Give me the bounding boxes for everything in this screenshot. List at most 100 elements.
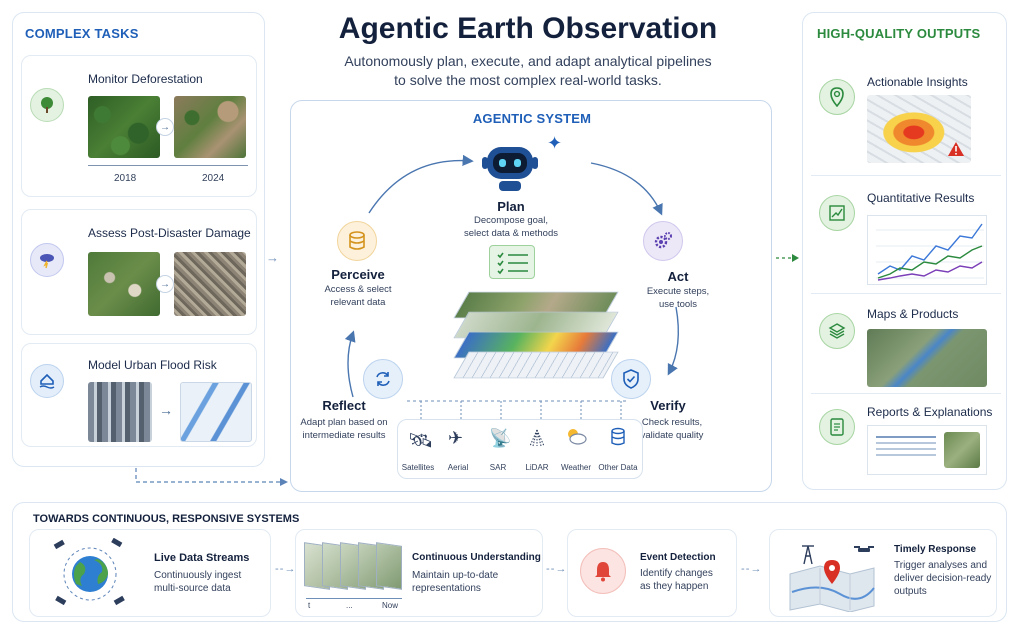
pre-disaster-image: [88, 252, 160, 316]
flood-house-icon: [30, 364, 64, 398]
line-chart-thumbnail: [867, 215, 987, 285]
agentic-system-title: AGENTIC SYSTEM: [472, 111, 592, 126]
arrow-right-icon: →: [159, 402, 173, 418]
perceive-desc-1: Access & select: [324, 284, 392, 295]
act-desc-2: use tools: [658, 299, 698, 310]
reflect-desc-1: Adapt plan based on: [300, 417, 388, 428]
forest-2018-image: [88, 96, 160, 158]
output-label-insights: Actionable Insights: [867, 75, 968, 89]
divider: [811, 393, 1001, 394]
task-label-flood-risk: Model Urban Flood Risk: [88, 358, 217, 372]
source-label-lidar: LiDAR: [525, 463, 549, 472]
task-card-post-disaster[interactable]: Assess Post-Disaster Damage →: [21, 209, 257, 335]
time-axis-start: t: [308, 601, 311, 610]
forest-2024-image: [174, 96, 246, 158]
divider: [811, 293, 1001, 294]
lidar-icon: [528, 428, 546, 453]
subtitle-line-1: Autonomously plan, execute, and adapt an…: [344, 53, 712, 69]
dashed-arrow-icon: - - →: [741, 563, 761, 575]
step-desc-timely-response-3: outputs: [894, 586, 927, 597]
step-desc-understanding-1: Maintain up-to-date: [412, 570, 499, 581]
globe-satellites-icon: [48, 537, 132, 610]
step-title-event-detection: Event Detection: [640, 552, 716, 563]
document-icon: [819, 409, 855, 445]
perceive-desc-2: relevant data: [330, 297, 386, 308]
step-card-event-detection[interactable]: Event Detection Identify changes as they…: [567, 529, 737, 617]
task-card-flood-risk[interactable]: Model Urban Flood Risk →: [21, 343, 257, 447]
refresh-icon: [363, 359, 403, 399]
step-desc-timely-response-1: Trigger analyses and: [894, 560, 988, 571]
step-desc-live-data-1: Continuously ingest: [154, 570, 242, 581]
reflect-desc-2: intermediate results: [302, 430, 386, 441]
source-label-other-data: Other Data: [598, 463, 638, 472]
robot-icon: [479, 139, 541, 195]
time-axis-end: Now: [382, 601, 399, 610]
dashed-arrow-icon: - - →: [546, 563, 566, 575]
output-card-quantitative[interactable]: Quantitative Results: [809, 179, 1001, 291]
agentic-system-panel: AGENTIC SYSTEM ✦ Plan Decompose goal, se…: [290, 100, 772, 492]
frame: [376, 542, 402, 590]
task-card-deforestation[interactable]: Monitor Deforestation → 2018 2024: [21, 55, 257, 197]
verify-title: Verify: [650, 398, 686, 413]
continuous-systems-panel: TOWARDS CONTINUOUS, RESPONSIVE SYSTEMS L…: [12, 502, 1007, 622]
step-card-live-data[interactable]: Live Data Streams Continuously ingest mu…: [29, 529, 271, 617]
task-label-deforestation: Monitor Deforestation: [88, 72, 203, 86]
outputs-panel: HIGH-QUALITY OUTPUTS Actionable Insights…: [802, 12, 1007, 490]
step-title-live-data: Live Data Streams: [154, 552, 250, 564]
time-axis: [306, 598, 402, 599]
satellite-icon: 🛰: [408, 430, 434, 452]
stacked-frames-icon: [304, 542, 404, 594]
plan-desc-1: Decompose goal,: [474, 215, 548, 226]
plan-desc-2: select data & methods: [464, 228, 558, 239]
source-label-sar: SAR: [489, 463, 507, 472]
output-label-reports: Reports & Explanations: [867, 405, 993, 419]
bell-alert-icon: [580, 548, 626, 594]
output-label-quantitative: Quantitative Results: [867, 191, 975, 205]
data-sources-bar: 🛰 ✈ 📡 Satellites Aerial SAR LiDAR Weathe…: [397, 419, 643, 479]
arrow-right-icon: →: [156, 275, 174, 293]
storm-cloud-icon: [30, 243, 64, 277]
layer-grid: [453, 351, 619, 379]
source-feed-lines: [407, 400, 627, 421]
output-card-reports[interactable]: Reports & Explanations: [809, 397, 1001, 483]
verify-desc-1: Check results,: [641, 417, 703, 428]
map-pin-icon: [819, 79, 855, 115]
arrow-tasks-to-system: →: [266, 250, 279, 265]
dashed-connector-outputs: [776, 254, 799, 262]
radar-dish-icon: 📡: [489, 428, 512, 448]
weather-icon: [564, 426, 588, 451]
output-card-insights[interactable]: Actionable Insights: [809, 61, 1001, 173]
layers-icon: [819, 313, 855, 349]
step-desc-timely-response-2: deliver decision-ready: [894, 573, 992, 584]
output-card-maps[interactable]: Maps & Products: [809, 297, 1001, 393]
city-3d-image: [88, 382, 152, 442]
step-card-timely-response[interactable]: Timely Response Trigger analyses and del…: [769, 529, 997, 617]
tree-icon: [30, 88, 64, 122]
year-to: 2024: [202, 173, 225, 184]
reflect-title: Reflect: [322, 398, 366, 413]
source-label-satellites: Satellites: [401, 463, 435, 472]
response-map-icon: [780, 538, 880, 613]
data-layers-stack: [421, 285, 641, 405]
step-desc-live-data-2: multi-source data: [154, 583, 231, 594]
dashed-arrow-icon: - - →: [275, 563, 295, 575]
timeline-line: [88, 165, 248, 166]
complex-tasks-title: COMPLEX TASKS: [25, 26, 139, 41]
gears-icon: [643, 221, 683, 261]
continuous-systems-title: TOWARDS CONTINUOUS, RESPONSIVE SYSTEMS: [33, 513, 300, 525]
sparkle-icon: ✦: [547, 133, 563, 153]
cycle-arrows: [344, 154, 680, 398]
report-image: [944, 432, 980, 468]
act-title: Act: [667, 269, 689, 284]
source-label-weather: Weather: [560, 463, 592, 472]
divider: [811, 175, 1001, 176]
step-card-understanding[interactable]: t ... Now Continuous Understanding Maint…: [295, 529, 543, 617]
output-label-maps: Maps & Products: [867, 307, 959, 321]
verify-desc-2: validate quality: [640, 430, 704, 441]
report-text-lines: [876, 436, 936, 438]
outputs-title: HIGH-QUALITY OUTPUTS: [817, 26, 981, 41]
time-axis-mid: ...: [346, 601, 353, 610]
dashed-connector: [135, 468, 288, 486]
post-disaster-image: [174, 252, 246, 316]
complex-tasks-panel: COMPLEX TASKS Monitor Deforestation → 20…: [12, 12, 265, 467]
